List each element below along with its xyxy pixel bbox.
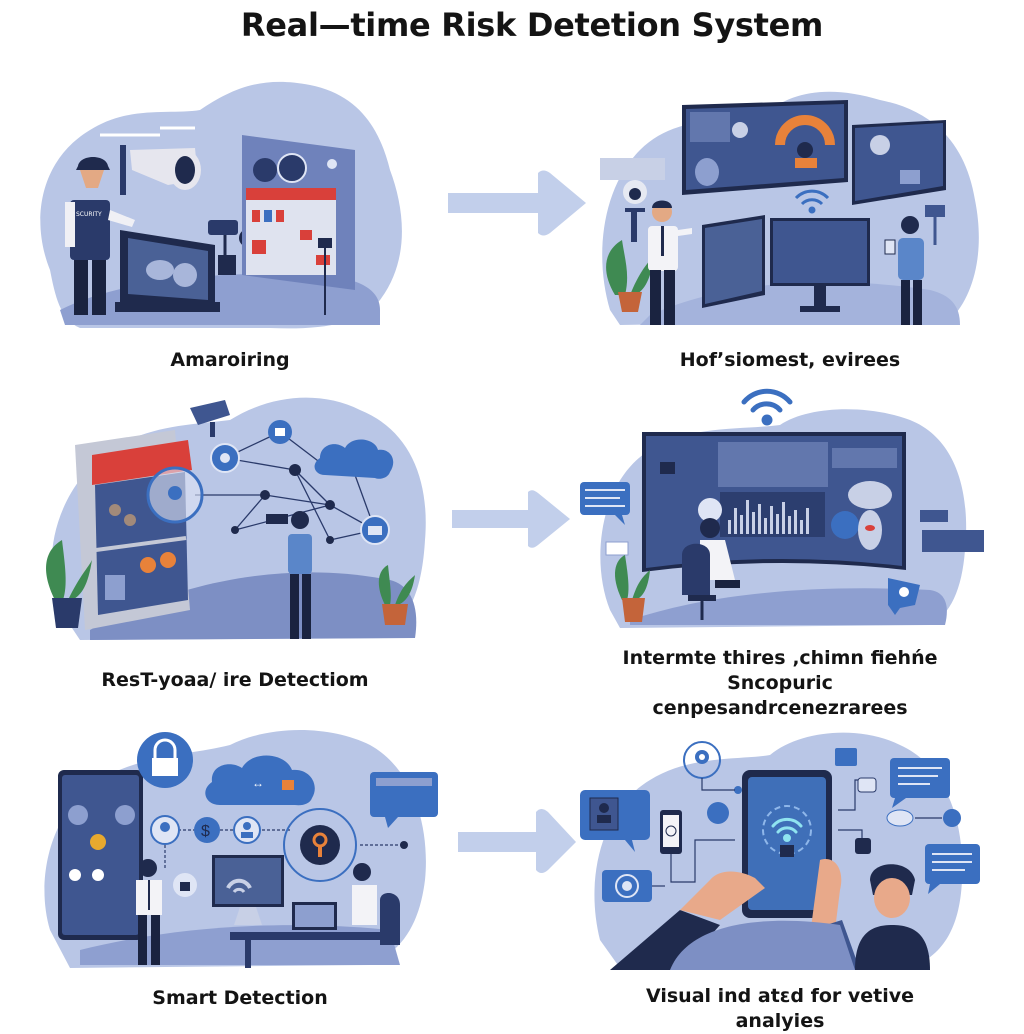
node-shield-lock-icon <box>360 515 390 545</box>
bidirectional-arrow-icon: ↔ <box>252 776 264 790</box>
panel-smart-detection-caption: Smart Detection <box>152 987 328 1009</box>
location-pin-icon <box>150 815 180 845</box>
store-display-wall <box>242 135 355 315</box>
node-lock-icon <box>268 420 292 444</box>
presenter-figure <box>648 200 692 325</box>
small-lock-icon <box>173 873 197 897</box>
arrow-right-icon <box>458 809 576 873</box>
chat-bubble-icon <box>370 772 438 828</box>
tablet-display <box>702 215 765 308</box>
smartphone-icon <box>660 810 682 854</box>
panel-smart-detection: ↔ $ <box>30 720 450 980</box>
caption-line-1: Intermte thires ‚chimn fiehńe Sncopuric <box>622 647 938 694</box>
node-camera-icon <box>210 443 240 473</box>
magnifier-lens-icon <box>146 466 204 524</box>
settings-node-icon <box>855 838 871 854</box>
hands-holding-tablet <box>610 859 860 970</box>
status-dot-icon <box>943 809 961 827</box>
sensor-device-icon <box>925 205 945 245</box>
potted-plant-icon <box>378 565 415 625</box>
analyst-figure <box>884 216 924 325</box>
panel-real-time-detection-caption: ResT-yoaa/ ire Detectiom <box>101 669 369 691</box>
chat-bubble-icon <box>580 482 630 525</box>
panel-monitoring-caption: Amaroiring <box>170 349 290 371</box>
user-node-icon <box>233 816 261 844</box>
potted-plant-icon <box>46 540 92 628</box>
map-monitor-icon <box>115 230 220 312</box>
wifi-icon <box>794 189 830 214</box>
desk <box>230 932 400 940</box>
info-card-icon <box>605 541 629 556</box>
currency-node-icon: $ <box>194 817 220 843</box>
panel-monitoring: SCURITY <box>20 70 420 340</box>
store-kiosk <box>75 430 192 630</box>
camera-node-icon <box>707 802 729 824</box>
wifi-icon <box>741 388 793 426</box>
panel-interactive-dashboard-caption: Intermte thires ‚chimn fiehńe Sncopuric… <box>590 646 970 721</box>
info-card-icon <box>922 530 984 552</box>
panel-real-time-detection <box>30 390 450 650</box>
technician-figure <box>136 859 162 965</box>
page-title: Real—time Risk Detetion System <box>240 6 824 44</box>
laptop-operator-figure <box>292 863 400 945</box>
tag-node-icon <box>886 809 914 827</box>
biometric-scan-icon <box>602 870 652 902</box>
cctv-camera-icon <box>100 126 201 195</box>
cloud-icon: ↔ <box>205 755 315 806</box>
tablet-device <box>742 770 832 918</box>
bar-chart-icon <box>728 500 809 534</box>
keyhole-security-icon <box>283 808 357 882</box>
message-icon <box>835 748 857 766</box>
vest-label: SCURITY <box>76 211 102 218</box>
potted-plant-icon <box>614 555 650 622</box>
cctv-camera-icon <box>190 400 230 437</box>
arrow-right-icon <box>448 170 586 236</box>
svg-text:$: $ <box>201 823 210 840</box>
cctv-camera-icon <box>600 158 665 242</box>
panel-visual-analytics <box>570 720 1000 980</box>
panel-monitoring-devices <box>580 80 1000 340</box>
cloud-icon <box>314 439 394 479</box>
padlock-icon <box>137 732 193 788</box>
desktop-monitor <box>212 855 284 925</box>
wifi-icon <box>771 817 803 842</box>
desk-monitor <box>770 218 870 312</box>
wall-monitor-large <box>682 100 848 195</box>
panel-visual-analytics-caption: Visual ind atɛd for vetive analyies <box>645 985 915 1032</box>
robot-sensor-icon <box>857 777 877 793</box>
caption-line-2: cenpesandrcenezrarees <box>652 697 908 719</box>
smartphone-display <box>58 770 143 940</box>
dashboard-screen <box>642 432 906 572</box>
observer-figure <box>855 864 930 970</box>
panel-interactive-dashboard <box>570 380 1000 640</box>
floor <box>630 588 947 625</box>
panel-monitoring-devices-caption: Hofʼsiomest, evirees <box>679 349 901 371</box>
user-profile-bubble-icon <box>580 790 650 852</box>
security-guard-figure: SCURITY <box>65 157 135 315</box>
info-card-icon <box>920 510 948 522</box>
chat-bubble-icon <box>890 758 950 808</box>
floor <box>90 572 417 640</box>
seated-operator-figure <box>682 518 740 620</box>
wall-monitor-right <box>852 120 946 205</box>
operator-figure <box>266 511 312 639</box>
location-bubble-icon <box>888 578 920 615</box>
arrow-right-icon <box>452 490 570 548</box>
chat-bubble-icon <box>925 844 980 894</box>
